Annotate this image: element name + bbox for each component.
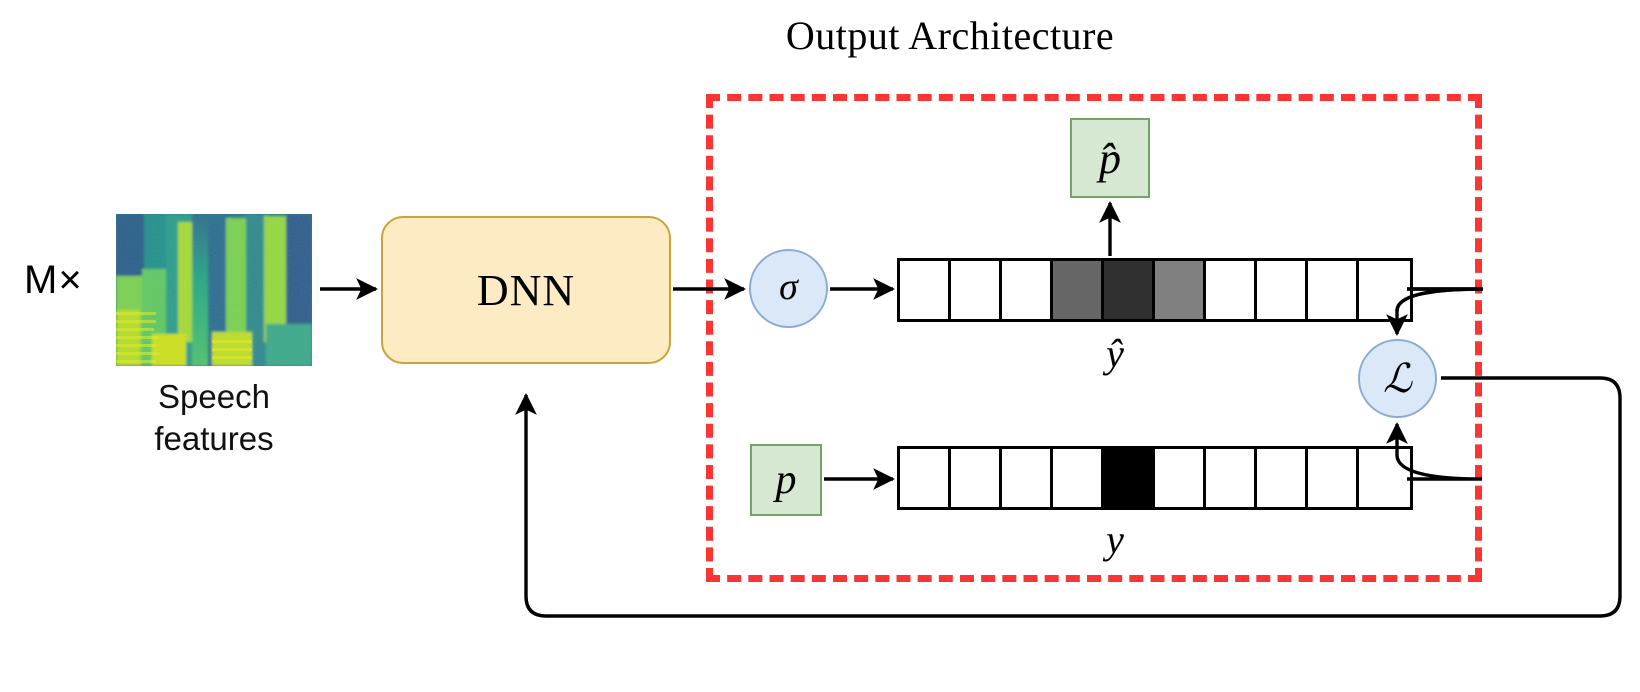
p-hat-label: p̂ (1099, 134, 1121, 183)
predicted-vector-cell-2 (1002, 261, 1053, 319)
target-vector (897, 446, 1413, 510)
predicted-vector-cell-9 (1359, 261, 1410, 319)
target-vector-cell-4 (1104, 449, 1155, 507)
page-title: Output Architecture (785, 13, 1115, 58)
predicted-vector-cell-6 (1206, 261, 1257, 319)
speech-features-caption: Speech features (104, 376, 324, 460)
dnn-box[interactable]: DNN (381, 216, 671, 364)
predicted-vector-cell-4 (1104, 261, 1155, 319)
target-vector-cell-1 (951, 449, 1002, 507)
predicted-vector-cell-8 (1308, 261, 1359, 319)
loss-node[interactable]: ℒ (1358, 339, 1437, 418)
target-vector-cell-7 (1257, 449, 1308, 507)
predicted-vector-cell-5 (1155, 261, 1206, 319)
p-label: p (775, 457, 797, 503)
target-vector-cell-5 (1155, 449, 1206, 507)
predicted-vector-caption: ŷ (1106, 331, 1124, 376)
p-hat-box[interactable]: p̂ (1070, 118, 1150, 198)
dnn-label: DNN (476, 265, 576, 315)
spectrogram-image (116, 214, 312, 366)
caption-line-1: Speech (158, 378, 270, 415)
target-vector-cell-2 (1002, 449, 1053, 507)
target-vector-caption: y (1106, 517, 1124, 562)
target-vector-cell-0 (900, 449, 951, 507)
predicted-vector-cell-7 (1257, 261, 1308, 319)
target-vector-cell-3 (1053, 449, 1104, 507)
loss-label: ℒ (1383, 355, 1412, 401)
sigma-activation-node[interactable]: σ (749, 249, 828, 328)
target-vector-cell-9 (1359, 449, 1410, 507)
target-vector-cell-6 (1206, 449, 1257, 507)
sigma-label: σ (779, 265, 798, 308)
caption-line-2: features (154, 420, 274, 457)
multiplier-label: M× (24, 258, 83, 302)
p-box[interactable]: p (750, 444, 822, 516)
predicted-vector-cell-0 (900, 261, 951, 319)
target-vector-cell-8 (1308, 449, 1359, 507)
predicted-vector-cell-1 (951, 261, 1002, 319)
predicted-vector (897, 258, 1413, 322)
predicted-vector-cell-3 (1053, 261, 1104, 319)
